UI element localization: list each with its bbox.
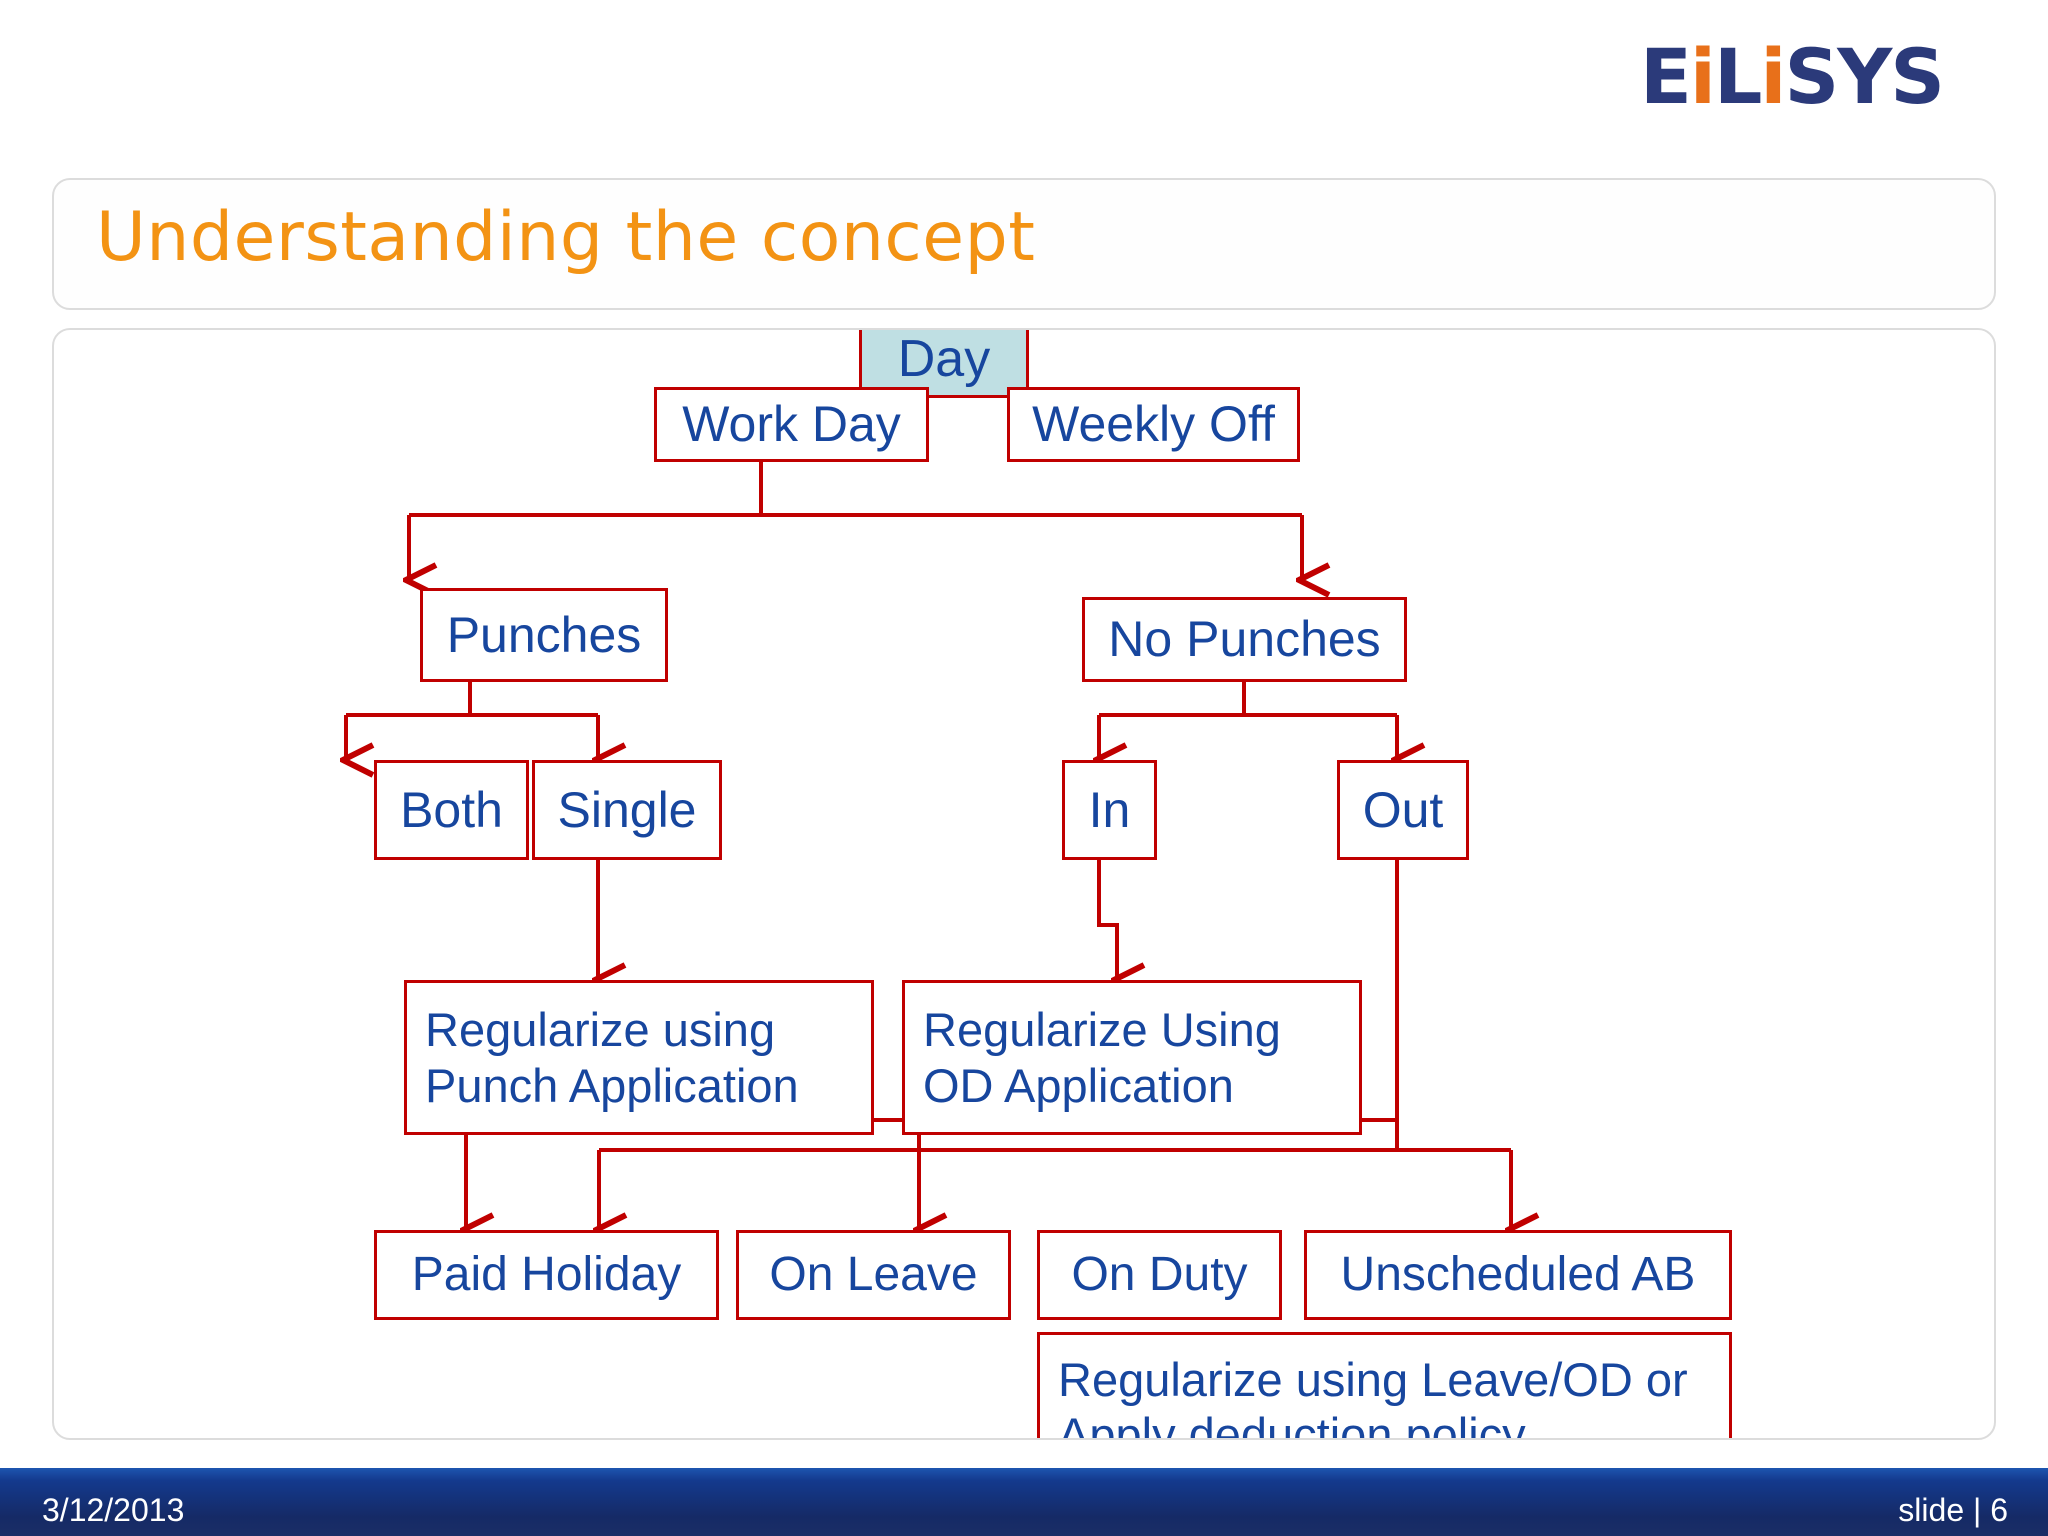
node-in[interactable]: In <box>1062 760 1157 860</box>
node-on-leave-label: On Leave <box>769 1247 978 1301</box>
node-regularize-od[interactable]: Regularize Using OD Application <box>902 980 1362 1135</box>
node-regularize-leave-od[interactable]: Regularize using Leave/OD or Apply deduc… <box>1037 1332 1732 1440</box>
node-work-day-label: Work Day <box>682 396 901 452</box>
node-punches-label: Punches <box>446 606 642 663</box>
node-unscheduled-ab-label: Unscheduled AB <box>1340 1247 1696 1301</box>
eilisys-logo: EiLiSYS <box>1640 38 2012 116</box>
node-paid-holiday[interactable]: Paid Holiday <box>374 1230 719 1320</box>
page-title: Understanding the concept <box>96 198 1036 277</box>
node-regularize-od-label: Regularize Using OD Application <box>923 1003 1281 1112</box>
node-single-label: Single <box>557 781 697 838</box>
node-regularize-punch-label: Regularize using Punch Application <box>425 1003 799 1112</box>
node-both[interactable]: Both <box>374 760 529 860</box>
node-regularize-leave-od-label: Regularize using Leave/OD or Apply deduc… <box>1058 1352 1688 1440</box>
node-day[interactable]: Day <box>859 330 1029 398</box>
node-on-duty-label: On Duty <box>1071 1247 1248 1301</box>
node-unscheduled-ab[interactable]: Unscheduled AB <box>1304 1230 1732 1320</box>
node-work-day[interactable]: Work Day <box>654 387 929 462</box>
node-out-label: Out <box>1362 781 1444 838</box>
node-day-label: Day <box>897 330 991 389</box>
footer-date: 3/12/2013 <box>42 1492 185 1528</box>
node-on-leave[interactable]: On Leave <box>736 1230 1011 1320</box>
footer-slide-number: slide | 6 <box>1898 1492 2008 1528</box>
title-panel: Understanding the concept <box>52 178 1996 310</box>
content-panel: Day Work Day Weekly Off Punches No Punch… <box>52 328 1996 1440</box>
node-out[interactable]: Out <box>1337 760 1469 860</box>
logo-wordmark-text: EiLiSYS <box>1640 32 1945 121</box>
node-punches[interactable]: Punches <box>420 588 668 682</box>
node-no-punches[interactable]: No Punches <box>1082 597 1407 682</box>
concept-flowchart: Day Work Day Weekly Off Punches No Punch… <box>54 330 1994 1440</box>
node-regularize-punch[interactable]: Regularize using Punch Application <box>404 980 874 1135</box>
node-paid-holiday-label: Paid Holiday <box>411 1247 682 1301</box>
node-weekly-off[interactable]: Weekly Off <box>1007 387 1300 462</box>
node-single[interactable]: Single <box>532 760 722 860</box>
node-both-label: Both <box>400 781 503 838</box>
node-on-duty[interactable]: On Duty <box>1037 1230 1282 1320</box>
footer-band <box>0 1468 2048 1536</box>
logo-wordmark: EiLiSYS <box>1640 38 2012 116</box>
node-weekly-off-label: Weekly Off <box>1032 396 1275 452</box>
node-no-punches-label: No Punches <box>1108 611 1381 667</box>
node-in-label: In <box>1088 781 1131 838</box>
